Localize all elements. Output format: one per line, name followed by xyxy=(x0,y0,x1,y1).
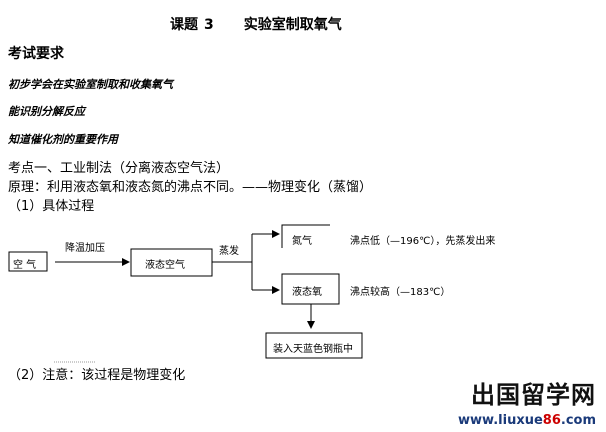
page-title: 课题 3 实验室制取氧气 xyxy=(170,14,342,34)
site-logo: 出国留学网 xyxy=(471,381,596,409)
requirement-item: 初步学会在实验室制取和收集氧气 xyxy=(8,78,173,91)
point1-heading: 考点一、工业制法（分离液态空气法） xyxy=(8,161,230,176)
liquid-oxygen-label: 液态氧 xyxy=(292,287,322,298)
liquid-air-label: 液态空气 xyxy=(145,260,185,271)
air-label: 空 气 xyxy=(13,260,37,271)
site-url: www.liuxue86.com xyxy=(458,413,596,428)
oxygen-note: 沸点较高（—183℃） xyxy=(350,287,451,298)
requirement-item: 知道催化剂的重要作用 xyxy=(8,133,118,146)
storage-label: 装入天蓝色钢瓶中 xyxy=(273,344,353,355)
lesson-label: 课题 xyxy=(170,17,198,33)
point1-principle: 原理：利用液态氧和液态氮的沸点不同。——物理变化（蒸馏） xyxy=(8,180,373,195)
process-label: （1）具体过程 xyxy=(8,199,95,214)
evaporate-label: 蒸发 xyxy=(219,246,239,257)
nitrogen-note: 沸点低（—196℃），先蒸发出来 xyxy=(350,236,496,247)
requirement-item: 能识别分解反应 xyxy=(8,105,85,118)
process-note: （2）注意：该过程是物理变化 xyxy=(8,368,186,383)
air-box xyxy=(8,251,48,272)
nitrogen-box xyxy=(281,224,330,248)
storage-box xyxy=(265,332,363,359)
requirements-heading: 考试要求 xyxy=(8,46,64,62)
lesson-name: 实验室制取氧气 xyxy=(243,17,342,33)
nitrogen-label: 氮气 xyxy=(292,236,312,247)
cool-compress-label: 降温加压 xyxy=(65,243,105,254)
lesson-number: 3 xyxy=(204,17,214,33)
